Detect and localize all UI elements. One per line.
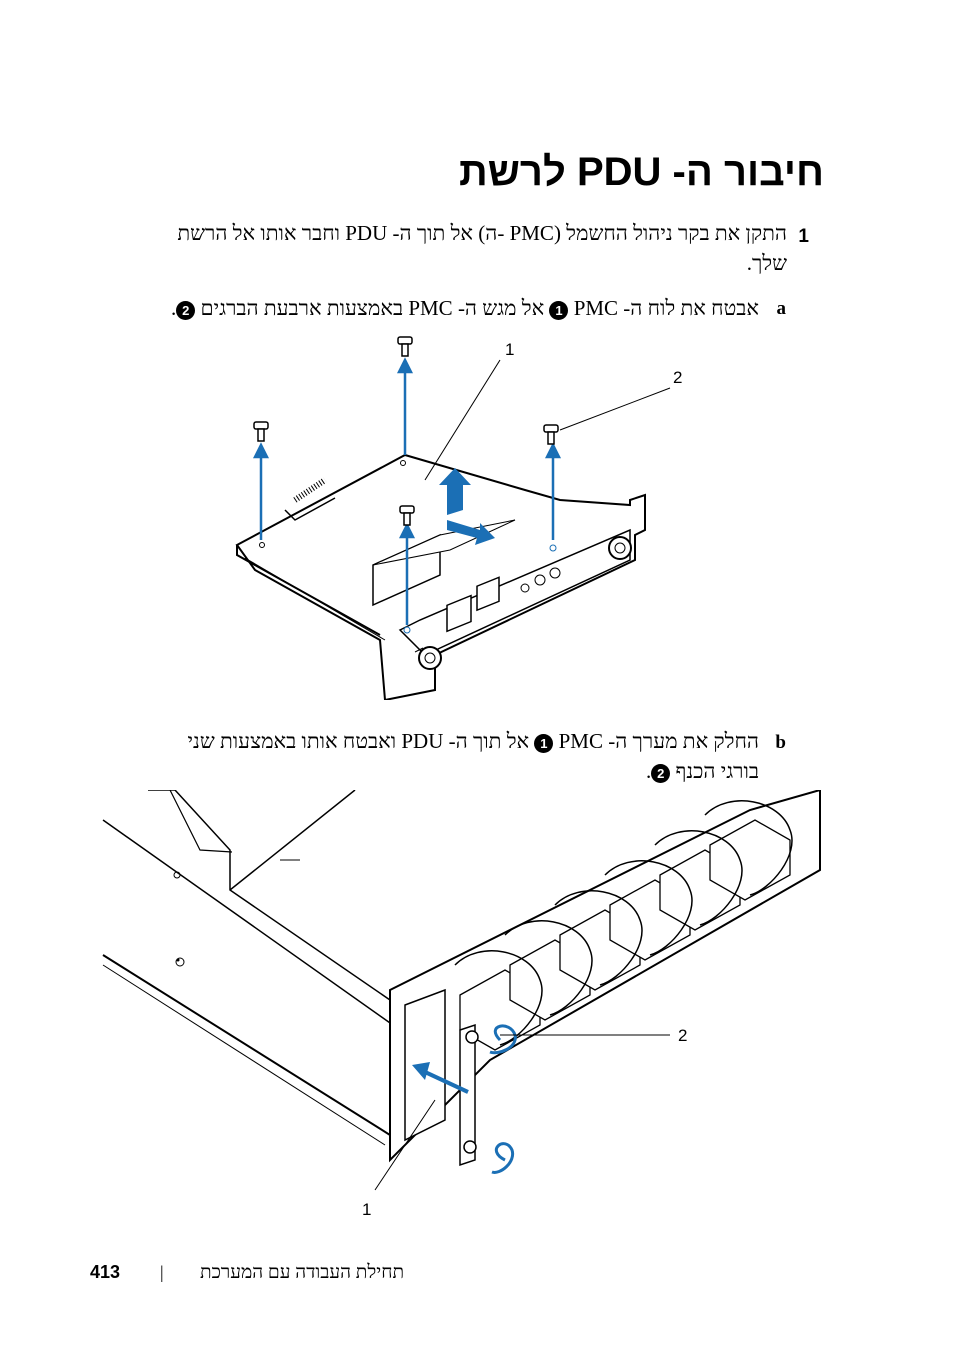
footer-separator: |: [160, 1262, 164, 1282]
callout-marker-2: 2: [651, 763, 671, 783]
step-a-letter: a: [776, 298, 787, 319]
callout-2: 2: [673, 368, 682, 387]
step-b-line-2: בורגי הכנף 2.: [119, 756, 759, 786]
page-number: 413: [90, 1262, 121, 1282]
thumbscrew-icon: [414, 646, 442, 670]
step-a-text-part1: אבטח את לוח ה- PMC: [573, 296, 759, 320]
page-title: חיבור ה- PDU לרשת: [459, 150, 824, 194]
screw-arrows: [252, 357, 562, 625]
callout-marker-2: 2: [176, 300, 196, 320]
step-b-line2-part1: בורגי הכנף: [675, 759, 759, 783]
step-b-line1-part1: החלק את מערך ה- PMC: [558, 729, 759, 753]
pmc-board-figure: 1 2: [235, 336, 682, 700]
step-1-line-1: התקן את בקר ניהול החשמל (PMC -ה) אל תוך …: [177, 221, 787, 245]
callout-1: 1: [362, 1200, 371, 1219]
step-b-text: החלק את מערך ה- PMC 1 אל תוך ה- PDU ואבט…: [119, 726, 759, 786]
callout-marker-1: 1: [534, 733, 554, 753]
step-b-period: .: [645, 759, 652, 783]
step-a-text-part2: אל מגש ה- PMC באמצעות ארבעת הברגים: [200, 296, 545, 320]
thumbscrew-icon: [608, 536, 632, 560]
step-b-line-1: החלק את מערך ה- PMC 1 אל תוך ה- PDU ואבט…: [119, 726, 759, 756]
footer-section-title: תחילת העבודה עם המערכת: [200, 1262, 405, 1283]
insert-direction-arrow: [412, 1062, 469, 1094]
step-b-letter: b: [775, 732, 786, 753]
step-1-text: התקן את בקר ניהול החשמל (PMC -ה) אל תוך …: [107, 218, 787, 278]
callout-2: 2: [678, 1026, 687, 1045]
step-a-text: אבטח את לוח ה- PMC 1 אל מגש ה- PMC באמצע…: [171, 293, 759, 323]
pdu-chassis-figure: 2 1: [102, 790, 821, 1219]
step-a-period: .: [171, 296, 177, 320]
slide-direction-arrows: [439, 468, 495, 545]
callout-marker-1: 1: [549, 300, 569, 320]
step-b-line1-part2: אל תוך ה- PDU ואבטח אותו באמצעות שני: [187, 729, 530, 753]
step-number: 1: [798, 226, 809, 247]
step-1-line-2: שלך.: [746, 251, 787, 275]
screw-icon: [253, 336, 559, 526]
callout-1: 1: [505, 340, 514, 359]
